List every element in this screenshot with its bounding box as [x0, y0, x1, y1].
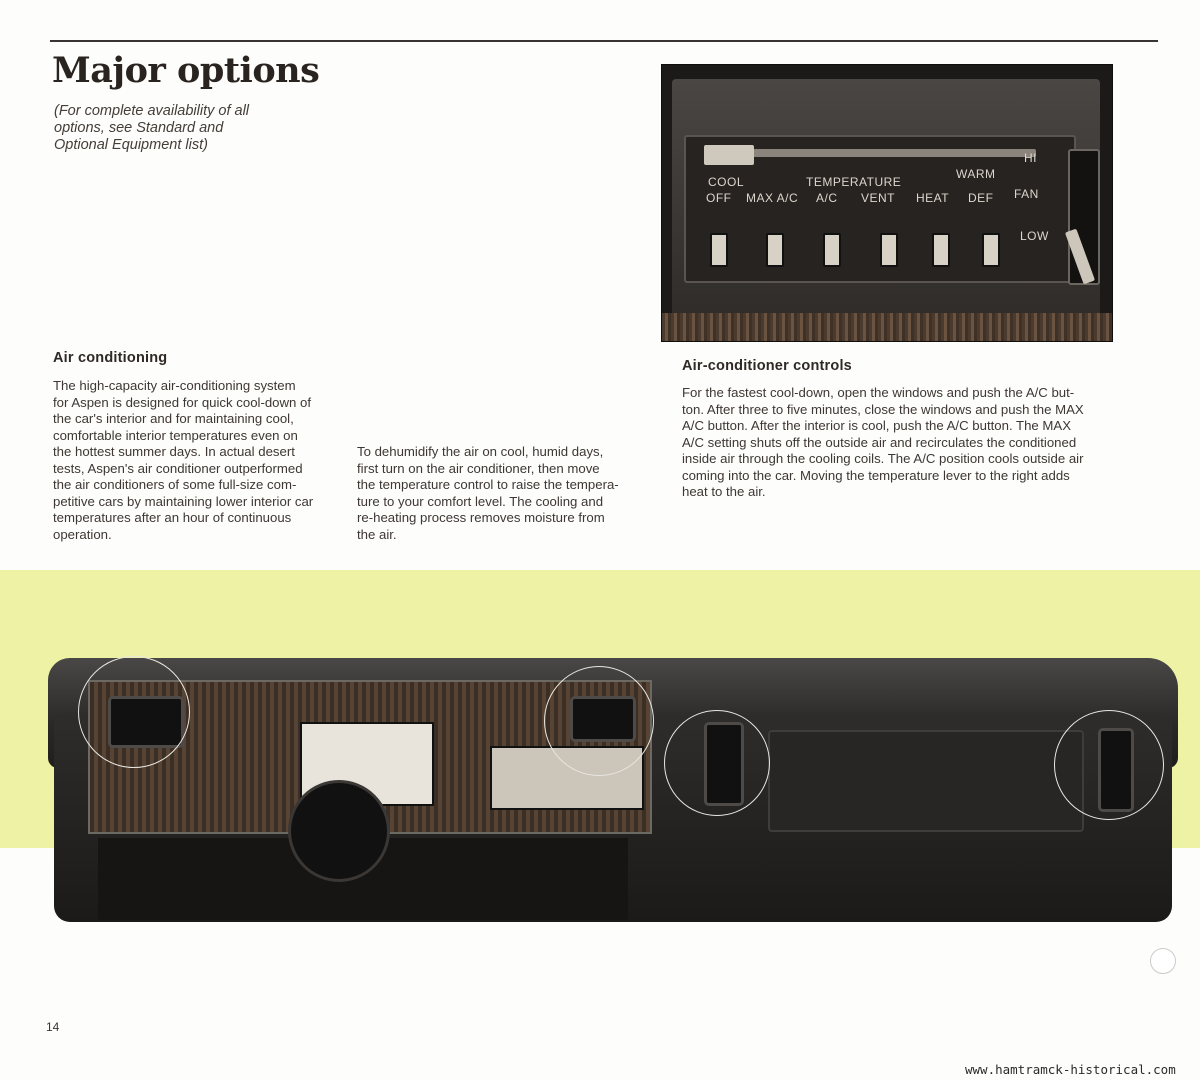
text-line: ture to your comfort level. The cooling … [357, 493, 604, 509]
text-line: heat to the air. [682, 484, 766, 499]
glovebox [768, 730, 1084, 832]
ac-push-button [710, 233, 728, 267]
text-line: petitive cars by maintaining lower inter… [53, 493, 314, 509]
text-line: re-heating process removes moisture from [357, 510, 605, 525]
text-line: inside air through the cooling coils. Th… [682, 451, 1084, 466]
dashboard-photo [48, 652, 1178, 942]
button-label-heat: HEAT [916, 191, 950, 205]
ac-push-button [932, 233, 950, 267]
ac-push-button [880, 233, 898, 267]
text-line: For the fastest cool-down, open the wind… [682, 385, 1075, 400]
text-line: coming into the car. Moving the temperat… [682, 467, 1070, 483]
text-line: the air conditioners of some full-size c… [53, 477, 297, 492]
subtitle-line: options, see Standard and [54, 120, 224, 136]
text-line: A/C button. After the interior is cool, … [682, 418, 1071, 433]
page-title: Major options [52, 50, 320, 91]
label-temperature: TEMPERATURE [806, 175, 902, 189]
ac-push-button [982, 233, 1000, 267]
air-conditioning-paragraph: The high-capacity air-conditioning syste… [53, 378, 313, 543]
temperature-lever [704, 145, 754, 165]
ac-controls-photo: COOL TEMPERATURE WARM OFF MAX A/C A/C VE… [661, 64, 1113, 342]
text-line: first turn on the air conditioner, then … [357, 460, 600, 476]
text-line: To dehumidify the air on cool, humid day… [357, 444, 604, 459]
temperature-slider-track [706, 149, 1036, 157]
text-line: the hottest summer days. In actual deser… [53, 444, 295, 459]
button-label-off: OFF [706, 191, 732, 205]
text-line: the air. [357, 526, 397, 542]
button-label-vent: VENT [861, 191, 896, 205]
subtitle-line: Optional Equipment list) [54, 137, 208, 153]
photo-bezel: COOL TEMPERATURE WARM OFF MAX A/C A/C VE… [672, 79, 1100, 327]
binder-hole [1150, 948, 1176, 974]
vent-highlight-circle [544, 666, 654, 776]
text-line: temperatures after an hour of continuous [53, 510, 292, 525]
ac-controls-paragraph: For the fastest cool-down, open the wind… [682, 385, 1084, 501]
ac-push-button [766, 233, 784, 267]
text-line: comfortable interior temperatures even o… [53, 427, 298, 443]
label-low: LOW [1020, 229, 1049, 243]
vent-highlight-circle [664, 710, 770, 816]
text-line: the temperature control to raise the tem… [357, 477, 619, 492]
text-line: A/C setting shuts off the outside air an… [682, 434, 1077, 450]
dehumidify-paragraph: To dehumidify the air on cool, humid day… [357, 444, 619, 543]
vent-highlight-circle [1054, 710, 1164, 820]
label-cool: COOL [708, 175, 745, 189]
text-line: operation. [53, 526, 112, 542]
steering-wheel-hub [288, 780, 390, 882]
text-line: the car's interior and for maintaining c… [53, 411, 294, 426]
label-hi: HI [1024, 151, 1037, 165]
text-line: for Aspen is designed for quick cool-dow… [53, 394, 312, 410]
page-subtitle: (For complete availability of all option… [54, 103, 284, 154]
button-label-ac: A/C [816, 191, 838, 205]
vent-highlight-circle [78, 656, 190, 768]
control-panel: COOL TEMPERATURE WARM OFF MAX A/C A/C VE… [684, 135, 1076, 283]
top-rule [50, 40, 1158, 42]
text-line: tests, Aspen's air conditioner outperfor… [53, 460, 303, 476]
label-fan: FAN [1014, 187, 1039, 201]
text-line: ton. After three to five minutes, close … [682, 401, 1084, 417]
label-warm: WARM [956, 167, 996, 181]
button-label-max-ac: MAX A/C [746, 191, 799, 205]
button-label-def: DEF [968, 191, 994, 205]
air-conditioning-heading: Air conditioning [53, 350, 168, 366]
watermark: www.hamtramck-historical.com [965, 1062, 1176, 1077]
ac-controls-heading: Air-conditioner controls [682, 358, 852, 374]
woodgrain-trim [662, 313, 1112, 341]
text-line: The high-capacity air-conditioning syste… [53, 378, 296, 393]
page-number: 14 [46, 1020, 60, 1034]
ac-push-button [823, 233, 841, 267]
subtitle-line: (For complete availability of all [54, 103, 250, 119]
